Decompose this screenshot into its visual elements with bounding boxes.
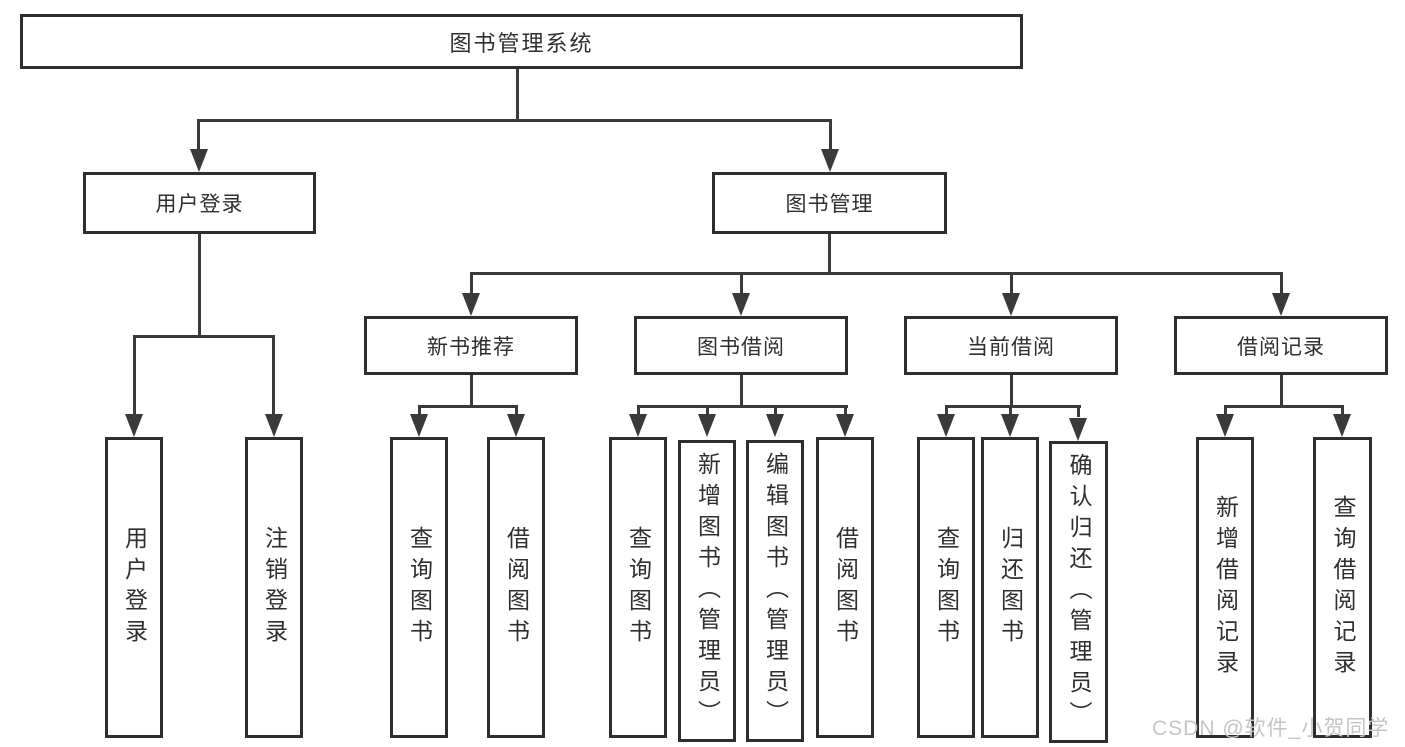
- leaf-user-login: 用户登录: [105, 437, 163, 738]
- leaf-confirm-return-admin-label: 确认归还（管理员）: [1066, 452, 1092, 732]
- leaf-query-borrow-record-label: 查询借阅记录: [1330, 494, 1356, 681]
- node-current-borrow: 当前借阅: [904, 316, 1118, 375]
- connector-g2-bar: [418, 405, 518, 408]
- node-new-book-recommend-label: 新书推荐: [427, 335, 515, 359]
- arrowhead-book-management: [821, 149, 839, 172]
- arrowhead-user-login: [190, 149, 208, 172]
- connector-g3-drop1: [637, 405, 640, 415]
- connector-drop-user-login: [197, 119, 200, 150]
- arrowhead-g3-leaf4: [836, 414, 854, 437]
- connector-bookmgmt-stem: [828, 234, 831, 274]
- leaf-add-borrow-record-label: 新增借阅记录: [1212, 494, 1239, 681]
- arrowhead-g4-leaf2: [1001, 414, 1019, 437]
- connector-drop-book-management: [829, 119, 832, 150]
- connector-userlogin-stem: [198, 234, 201, 335]
- connector-g4-drop2: [1009, 405, 1012, 415]
- leaf-borrow-book-1-label: 借阅图书: [503, 525, 530, 650]
- arrowhead-borrow-records: [1272, 293, 1290, 316]
- leaf-borrow-book-1: 借阅图书: [487, 437, 545, 738]
- leaf-borrow-book-2-label: 借阅图书: [832, 525, 859, 650]
- connector-g4-drop1: [945, 405, 948, 415]
- node-root-label: 图书管理系统: [449, 30, 594, 56]
- connector-drop-current-borrow: [1010, 272, 1013, 294]
- connector-drop-leaf-login: [133, 335, 136, 415]
- node-book-management-label: 图书管理: [785, 193, 874, 216]
- connector-g4-bar: [945, 405, 1081, 408]
- arrowhead-leaf-login: [125, 414, 143, 437]
- leaf-query-book-3-label: 查询图书: [933, 525, 960, 650]
- connector-g3-drop2: [706, 405, 709, 415]
- connector-bookmgmt-bar: [470, 272, 1283, 275]
- connector-drop-new-book: [470, 272, 473, 294]
- watermark: CSDN @软件_小贺同学: [1152, 717, 1390, 740]
- node-root: 图书管理系统: [20, 14, 1023, 69]
- node-user-login-label: 用户登录: [155, 193, 244, 216]
- leaf-return-book: 归还图书: [981, 437, 1039, 738]
- connector-g5-stem: [1280, 375, 1283, 405]
- connector-userlogin-bar: [133, 335, 275, 338]
- arrowhead-g5-leaf2: [1333, 414, 1351, 437]
- leaf-query-book-1: 查询图书: [390, 437, 448, 738]
- arrowhead-current-borrow: [1002, 293, 1020, 316]
- leaf-confirm-return-admin: 确认归还（管理员）: [1049, 441, 1108, 743]
- node-book-management: 图书管理: [712, 172, 947, 234]
- connector-drop-book-borrow: [740, 272, 743, 294]
- connector-drop-leaf-logout: [272, 335, 275, 415]
- connector-g3-drop4: [844, 405, 847, 415]
- connector-drop-borrow-records: [1280, 272, 1283, 294]
- leaf-logout: 注销登录: [245, 437, 303, 738]
- connector-g3-drop3: [774, 405, 777, 415]
- arrowhead-book-borrow: [732, 293, 750, 316]
- arrowhead-g2-leaf2: [507, 414, 525, 437]
- node-book-borrow: 图书借阅: [634, 316, 848, 375]
- arrowhead-g4-leaf1: [937, 414, 955, 437]
- leaf-logout-label: 注销登录: [261, 525, 288, 650]
- node-borrow-records-label: 借阅记录: [1237, 335, 1325, 359]
- connector-g4-drop3: [1077, 405, 1080, 417]
- connector-g4-stem: [1010, 375, 1013, 405]
- node-book-borrow-label: 图书借阅: [697, 335, 785, 359]
- connector-g2-drop2: [515, 405, 518, 415]
- arrowhead-g2-leaf1: [410, 414, 428, 437]
- connector-root-stem: [516, 69, 519, 119]
- leaf-query-book-2: 查询图书: [609, 437, 667, 738]
- node-borrow-records: 借阅记录: [1174, 316, 1388, 375]
- arrowhead-g3-leaf1: [629, 414, 647, 437]
- connector-g3-bar: [637, 405, 848, 408]
- connector-g5-drop1: [1224, 405, 1227, 415]
- arrowhead-g5-leaf1: [1216, 414, 1234, 437]
- arrowhead-leaf-logout: [265, 414, 283, 437]
- arrowhead-g3-leaf3: [766, 414, 784, 437]
- arrowhead-g4-leaf3: [1069, 418, 1087, 441]
- leaf-query-book-3: 查询图书: [917, 437, 975, 738]
- node-new-book-recommend: 新书推荐: [364, 316, 578, 375]
- leaf-user-login-label: 用户登录: [121, 525, 148, 650]
- leaf-return-book-label: 归还图书: [997, 525, 1024, 650]
- leaf-add-book-admin-label: 新增图书（管理员）: [694, 451, 721, 731]
- connector-g3-stem: [740, 375, 743, 405]
- leaf-edit-book-admin-label: 编辑图书（管理员）: [762, 451, 789, 731]
- node-user-login: 用户登录: [83, 172, 316, 234]
- arrowhead-new-book: [462, 293, 480, 316]
- leaf-borrow-book-2: 借阅图书: [816, 437, 874, 738]
- node-current-borrow-label: 当前借阅: [967, 335, 1055, 359]
- leaf-query-book-1-label: 查询图书: [406, 525, 433, 650]
- connector-g2-drop1: [418, 405, 421, 415]
- leaf-edit-book-admin: 编辑图书（管理员）: [746, 440, 804, 742]
- connector-g5-drop2: [1341, 405, 1344, 415]
- connector-g2-stem: [470, 375, 473, 405]
- connector-g5-bar: [1224, 405, 1344, 408]
- arrowhead-g3-leaf2: [698, 414, 716, 437]
- leaf-query-borrow-record: 查询借阅记录: [1313, 437, 1372, 738]
- leaf-query-book-2-label: 查询图书: [625, 525, 652, 650]
- leaf-add-book-admin: 新增图书（管理员）: [678, 440, 736, 742]
- connector-root-bar: [198, 119, 832, 122]
- leaf-add-borrow-record: 新增借阅记录: [1196, 437, 1254, 738]
